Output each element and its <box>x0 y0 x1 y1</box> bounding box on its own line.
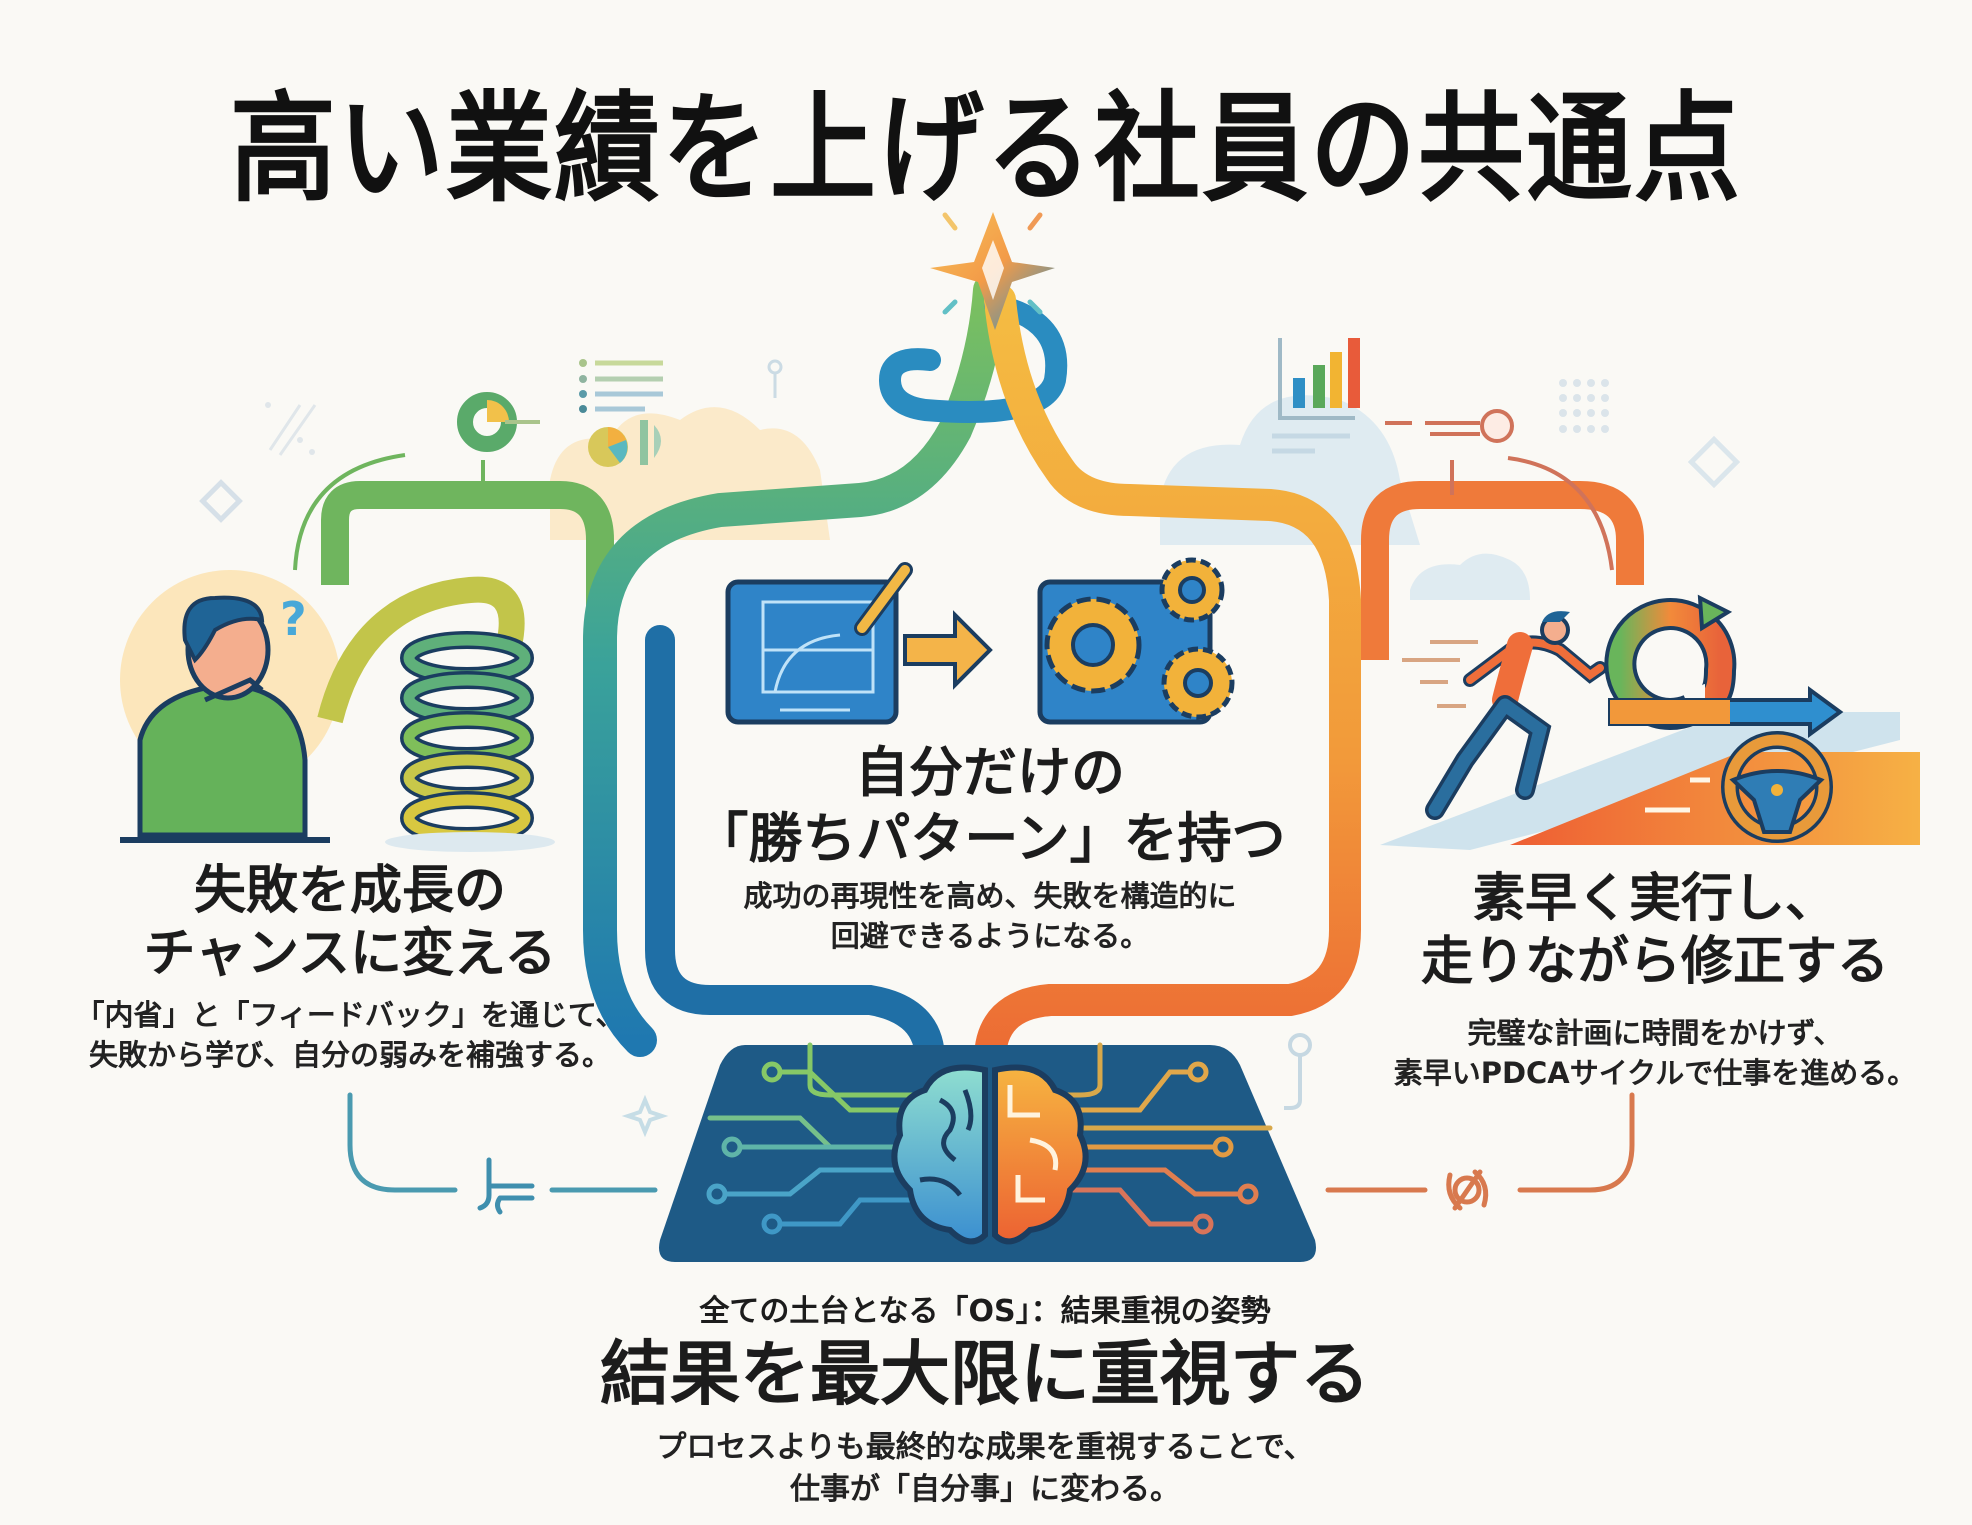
arrow-right-icon <box>903 610 993 690</box>
star-icon <box>930 212 1055 330</box>
section-heading: 失敗を成長の チャンスに変える <box>70 860 630 987</box>
running-person-icon <box>1402 611 1607 820</box>
section-heading: 素早く実行し、 走りながら修正する <box>1360 868 1950 995</box>
left-bottom-connector <box>347 1092 669 1215</box>
spring-icon <box>317 576 555 852</box>
section-description: プロセスよりも最終的な成果を重視することで、 仕事が「自分事」に変わる。 <box>560 1427 1410 1511</box>
bar-chart-icon <box>1272 338 1360 454</box>
section-execute-fast: 素早く実行し、 走りながら修正する 完璧な計画に時間をかけず、 素早いPDCAサ… <box>1360 868 1950 1094</box>
section-heading: 自分だけの 「勝ちパターン」を持つ <box>690 740 1290 872</box>
question-mark-icon: ? <box>280 592 307 646</box>
section-description: 完璧な計画に時間をかけず、 素早いPDCAサイクルで仕事を進める。 <box>1360 1013 1950 1094</box>
right-bottom-connector <box>1325 1092 1635 1211</box>
section-description: 成功の再現性を高め、失敗を構造的に 回避できるようになる。 <box>690 876 1290 957</box>
desc-line: 成功の再現性を高め、失敗を構造的に <box>743 878 1237 913</box>
section-kicker: 全ての土台となる「OS」：結果重視の姿勢 <box>699 1294 1271 1329</box>
map-pin-icon <box>767 359 1312 1110</box>
desc-line: 失敗から学び、自分の弱みを補強する。 <box>88 1038 611 1073</box>
thinking-person-icon <box>120 595 330 843</box>
sparkle-pattern-icon <box>265 402 317 456</box>
steering-wheel-icon <box>1721 731 1833 843</box>
central-ribbon-left <box>583 273 1068 1075</box>
section-winning-pattern: 自分だけの 「勝ちパターン」を持つ 成功の再現性を高め、失敗を構造的に 回避でき… <box>690 740 1290 957</box>
section-failure-to-growth: 失敗を成長の チャンスに変える 「内省」と「フィードバック」を通じて、 失敗から… <box>70 860 630 1076</box>
page-title: 高い業績を上げる社員の共通点 <box>230 80 1742 218</box>
heading-line: 自分だけの <box>855 741 1125 804</box>
brain-icon <box>891 1064 1089 1245</box>
section-result-focus: 全ての土台となる「OS」：結果重視の姿勢 結果を最大限に重視する プロセスよりも… <box>560 1286 1410 1511</box>
donut-chart-icon <box>457 392 540 452</box>
desc-line: プロセスよりも最終的な成果を重視することで、 <box>656 1430 1314 1466</box>
central-ribbon-right <box>974 284 1361 1076</box>
blueprint-icon <box>725 579 899 725</box>
desc-line: 素早いPDCAサイクルで仕事を進める。 <box>1393 1056 1917 1091</box>
section-heading: 結果を最大限に重視する <box>600 1333 1370 1415</box>
pie-chart-icon <box>588 420 661 467</box>
section-description: 「内省」と「フィードバック」を通じて、 失敗から学び、自分の弱みを補強する。 <box>70 995 630 1076</box>
heading-line: チャンスに変える <box>143 924 557 985</box>
pdca-cycle-icon <box>1604 594 1844 738</box>
desc-line: 「内省」と「フィードバック」を通じて、 <box>75 997 625 1032</box>
gears-icon <box>1037 557 1235 725</box>
heading-line: 素早く実行し、 <box>1472 869 1837 929</box>
left-green-arch <box>293 453 614 660</box>
dot-grid-icon <box>1559 379 1609 433</box>
heading-line: 失敗を成長の <box>193 861 506 921</box>
desc-line: 仕事が「自分事」に変わる。 <box>790 1472 1180 1508</box>
list-lines-icon <box>579 359 663 413</box>
desc-line: 回避できるようになる。 <box>830 919 1150 954</box>
heading-line: 「勝ちパターン」を持つ <box>694 806 1286 870</box>
desc-line: 完璧な計画に時間をかけず、 <box>1467 1015 1843 1050</box>
right-orange-arch <box>1361 456 1644 660</box>
heading-line: 走りながら修正する <box>1420 932 1889 993</box>
diamond-icon <box>199 435 1741 523</box>
stopwatch-icon <box>1385 409 1514 490</box>
pencil-icon <box>854 562 913 636</box>
svg-text:?: ? <box>280 592 307 646</box>
